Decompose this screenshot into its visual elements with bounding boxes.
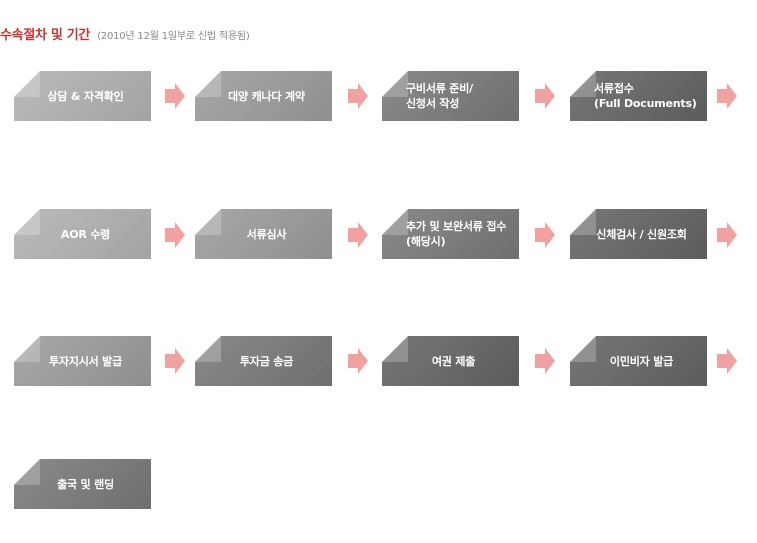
step-additional-documents: 추가 및 보완서류 접수 (해당시) <box>382 209 519 259</box>
step-prepare-documents: 구비서류 준비/ 신청서 작성 <box>382 71 519 121</box>
step-label: 상담 & 자격확인 <box>47 89 124 103</box>
step-investment-remittance: 투자금 송금 <box>195 336 332 386</box>
arrow-right-icon <box>535 222 555 248</box>
step-label: 이민비자 발급 <box>609 354 674 368</box>
step-submit-documents: 서류접수 (Full Documents) <box>570 71 707 121</box>
step-label: 신체검사 / 신원조회 <box>596 227 687 241</box>
step-label: 서류심사 <box>246 227 287 241</box>
arrow-right-icon <box>165 83 185 109</box>
arrow-right-icon <box>348 222 368 248</box>
step-passport-submission: 여권 제출 <box>382 336 519 386</box>
page-header: 수속절차 및 기간 (2010년 12월 1일부로 신법 적용됨) <box>0 24 250 43</box>
arrow-right-icon <box>717 83 737 109</box>
arrow-right-icon <box>348 83 368 109</box>
arrow-right-icon <box>535 83 555 109</box>
step-label: 출국 및 랜딩 <box>57 477 114 491</box>
page-title: 수속절차 및 기간 <box>0 28 91 43</box>
step-label: 추가 및 보완서류 접수 (해당시) <box>406 220 507 248</box>
step-investment-instruction: 투자지시서 발급 <box>14 336 151 386</box>
arrow-right-icon <box>165 222 185 248</box>
step-consultation: 상담 & 자격확인 <box>14 71 151 121</box>
step-medical-background-check: 신체검사 / 신원조회 <box>570 209 707 259</box>
step-aor-receipt: AOR 수령 <box>14 209 151 259</box>
step-label: 투자지시서 발급 <box>48 354 123 368</box>
step-label: 구비서류 준비/ 신청서 작성 <box>406 82 473 110</box>
arrow-right-icon <box>535 348 555 374</box>
arrow-right-icon <box>165 348 185 374</box>
step-label: 대양 캐나다 계약 <box>228 89 305 103</box>
step-contract: 대양 캐나다 계약 <box>195 71 332 121</box>
step-label: 서류접수 (Full Documents) <box>594 82 697 110</box>
step-label: 여권 제출 <box>431 354 476 368</box>
arrow-right-icon <box>717 222 737 248</box>
step-label: 투자금 송금 <box>239 354 294 368</box>
step-document-review: 서류심사 <box>195 209 332 259</box>
page-subtitle: (2010년 12월 1일부로 신법 적용됨) <box>97 31 250 42</box>
step-label: AOR 수령 <box>60 227 111 241</box>
step-visa-issuance: 이민비자 발급 <box>570 336 707 386</box>
arrow-right-icon <box>348 348 368 374</box>
arrow-right-icon <box>717 348 737 374</box>
step-departure-landing: 출국 및 랜딩 <box>14 459 151 509</box>
